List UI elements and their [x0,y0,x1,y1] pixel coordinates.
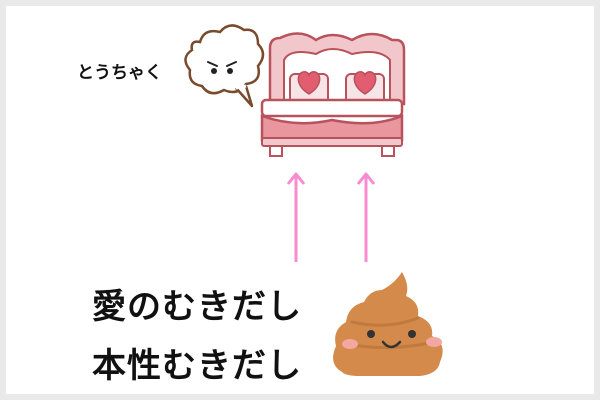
angry-cloud-icon [184,24,265,108]
bubble-text: とうちゃく [77,63,162,83]
arrow-up-icon [286,172,306,262]
caption-line-1: 愛のむきだし [92,287,302,327]
arrow-up-icon [356,172,376,262]
poop-icon [333,272,443,376]
bed-icon [260,32,406,157]
heart-icon [353,71,377,95]
heart-icon [297,71,321,95]
caption-line-2: 本性むきだし [92,346,302,386]
